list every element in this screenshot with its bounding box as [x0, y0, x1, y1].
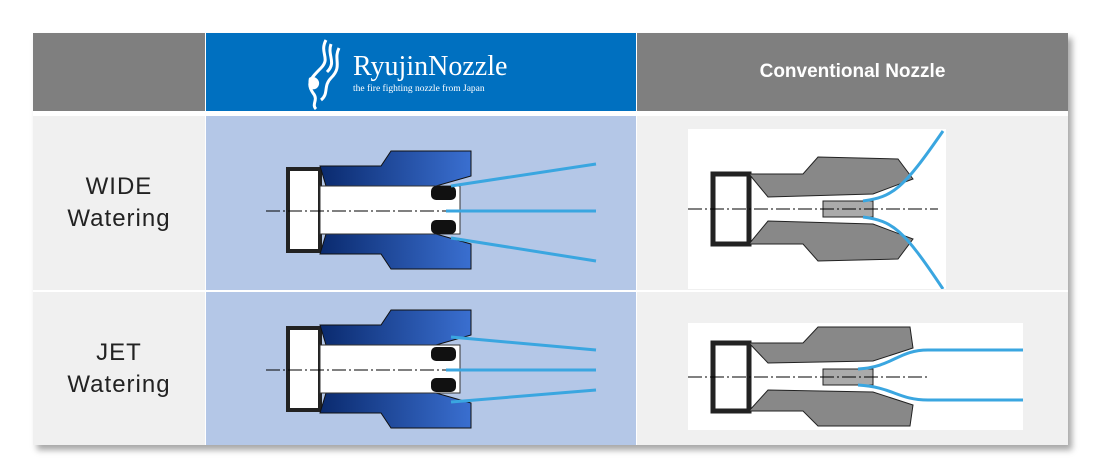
conventional-jet-diagram — [637, 292, 1068, 445]
conventional-header: Conventional Nozzle — [637, 33, 1068, 111]
ryujin-nozzle-wide-illustration — [266, 150, 597, 270]
label-line: JET — [96, 338, 142, 366]
row-label-wide: WIDE Watering — [33, 116, 205, 290]
ryujin-jet-diagram — [206, 292, 636, 445]
label-line: Watering — [67, 370, 171, 398]
conventional-nozzle-jet-illustration — [688, 323, 1023, 430]
dragon-logo-icon — [308, 39, 341, 110]
ryujin-header: RyujinNozzle the fire fighting nozzle fr… — [206, 33, 636, 111]
brand-tagline: the fire fighting nozzle from Japan — [353, 84, 485, 94]
label-line: Watering — [67, 205, 171, 232]
label-line: WIDE — [85, 173, 153, 200]
row-label-jet: JET Watering — [33, 292, 205, 445]
brand-name: RyujinNozzle — [353, 51, 508, 82]
ryujin-wide-diagram — [206, 116, 636, 290]
conventional-wide-diagram — [637, 116, 1068, 290]
header-empty-cell — [33, 33, 205, 111]
ryujin-nozzle-jet-illustration — [266, 309, 597, 429]
comparison-table: RyujinNozzle the fire fighting nozzle fr… — [33, 33, 1068, 445]
conventional-nozzle-wide-illustration — [688, 129, 946, 289]
